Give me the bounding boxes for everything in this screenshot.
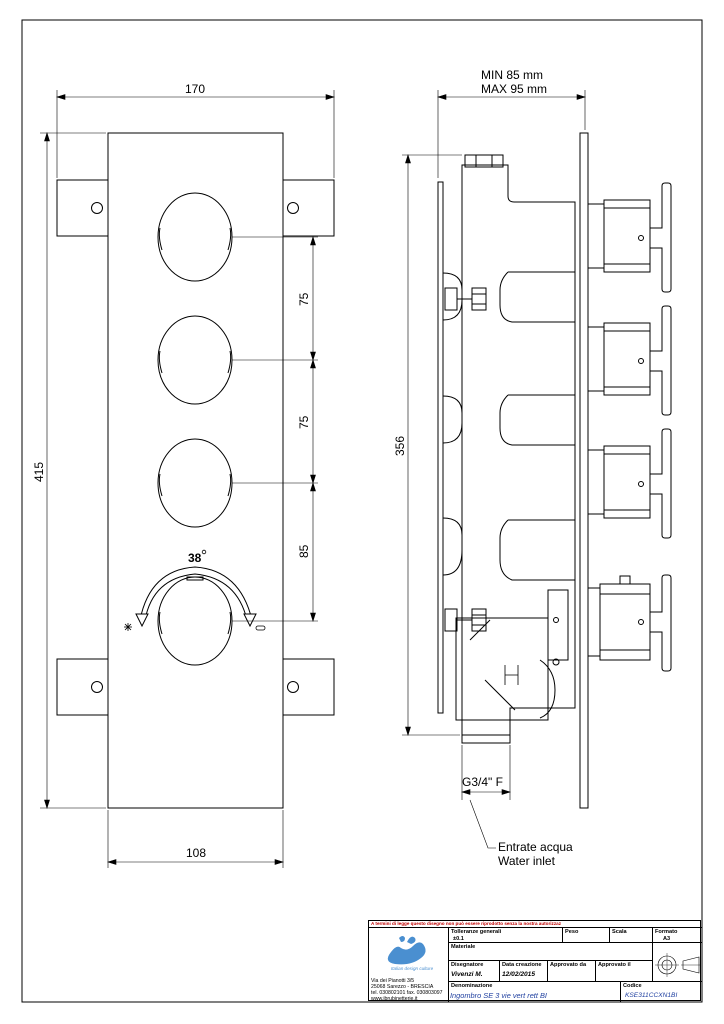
inlet-pipe [461,734,511,744]
nut-upper [444,287,487,311]
inlet-leader [469,799,496,849]
hot-mark-icon [255,625,266,631]
address-line-1: Via dei Pianotti 3/5 [371,978,415,984]
front-plate [107,132,284,809]
company-logo [387,936,426,965]
dim-depth-max: MAX 95 mm [481,82,547,96]
tolleranze-cell: Tolleranze generali ±0.1 [448,927,562,942]
disegnatore-label: Disegnatore [451,962,484,968]
codice-value: KSE311CCXN1BI [625,992,678,999]
scala-label: Scala [612,929,627,935]
data-value: 12/02/2015 [502,971,536,978]
address-line-2: 25068 Sarezzo - BRESCIA [371,984,434,990]
denominazione-value: Ingombro SE 3 vie vert rett BI [450,991,547,1000]
nut-lower [444,608,487,632]
scala-cell: Scala [609,927,652,942]
formato-label: Formato [655,929,678,935]
dim-415: 415 [32,462,46,482]
codice-label: Codice [623,983,642,989]
dim-depth-min: MIN 85 mm [481,68,543,82]
copyright-warning: A termini di legge questo disegno non pu… [371,921,561,926]
codice-cell: Codice KSE311CCXN1BI [620,981,702,1002]
materiale-label: Materiale [451,944,476,950]
approvato-da-cell: Approvato da [547,960,595,981]
address-line-4: www.ibrubinetterie.it [371,996,418,1002]
projection-cell [652,942,702,981]
handle-thermo [587,574,672,672]
dim-108: 108 [186,846,206,860]
thermo-temp-label: 38 [188,551,202,565]
dim-170: 170 [185,82,205,96]
back-plate [437,181,444,714]
callout-inlet-en: Water inlet [498,854,556,868]
tolleranze-value: ±0.1 [453,936,464,942]
dim-spacing-2: 75 [297,415,311,429]
projection-symbol-icon [655,953,701,977]
disegnatore-cell: Disegnatore Vivenzi M. [448,960,499,981]
cold-mark-icon [124,623,132,631]
data-cell: Data creazione 12/02/2015 [499,960,547,981]
denominazione-label: Denominazione [451,983,493,989]
front-dimensions [40,90,336,868]
address-line-3: tel. 030802101 fax. 030803097 [371,990,443,996]
logo-tagline: Italian design culture [391,966,434,971]
side-view [437,132,589,809]
peso-cell: Peso [562,927,609,942]
inlet-block [455,617,549,736]
bracket-bottom-right [282,658,335,716]
formato-value: A3 [663,936,671,942]
handle-1 [587,182,672,293]
approvato-il-cell: Approvato il [595,960,652,981]
side-dimensions [402,90,587,849]
title-block: A termini di legge questo disegno non pu… [368,920,702,1002]
sheet-border [21,19,703,1003]
disegnatore-value: Vivenzi M. [451,971,483,978]
dim-spacing-3: 85 [297,544,311,558]
handle-3 [587,428,672,539]
bracket-top-left [56,179,109,237]
bracket-bottom-left [56,658,109,716]
dim-spacing-1: 75 [297,292,311,306]
bracket-hole [287,681,299,693]
rotation-arc [139,566,253,621]
data-label: Data creazione [502,962,542,968]
front-plate-side [579,132,589,809]
denominazione-cell: Denominazione Ingombro SE 3 vie vert ret… [448,981,620,1002]
front-view [56,132,335,809]
formato-cell: Formato A3 [652,927,702,942]
company-block: Italian design culture Via dei Pianotti … [369,927,448,1002]
bracket-hole [287,202,299,214]
callout-inlet-it: Entrate acqua [498,840,573,854]
approvato-da-label: Approvato da [550,962,587,968]
bracket-hole [91,681,103,693]
top-nut [464,154,504,168]
handle-2 [587,305,672,416]
dim-inlet-thread: G3/4" F [462,775,503,789]
dim-356: 356 [393,436,407,456]
thermostatic-knob [135,566,257,666]
side-handles [587,182,672,672]
bracket-top-right [282,179,335,237]
approvato-il-label: Approvato il [598,962,631,968]
valve-body [461,164,576,721]
bracket-hole [91,202,103,214]
materiale-cell: Materiale [448,942,652,960]
degree-icon [201,549,207,555]
tolleranze-label: Tolleranze generali [451,929,502,935]
peso-label: Peso [565,929,579,935]
